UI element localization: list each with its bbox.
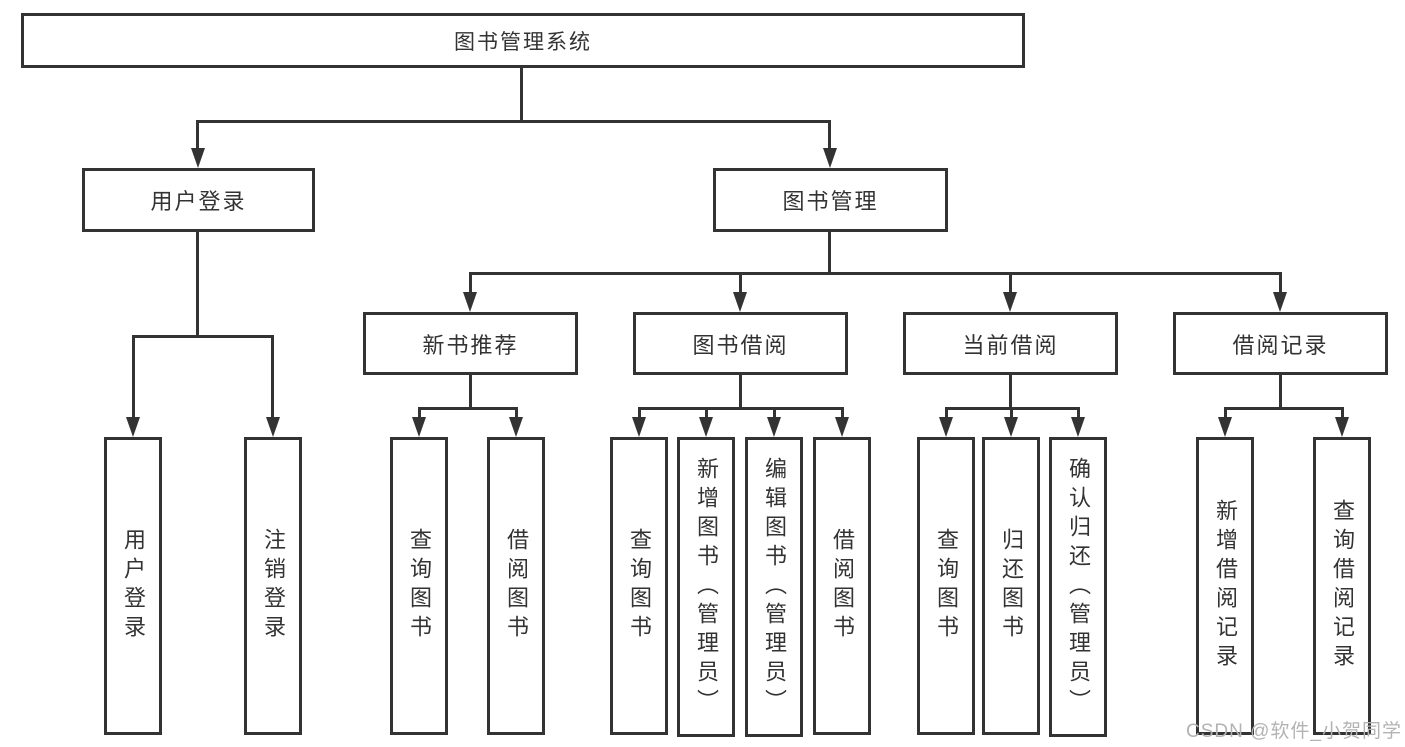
connector-stem xyxy=(1279,373,1282,410)
connector-drop xyxy=(418,407,421,421)
node-new-book-recommend: 新书推荐 xyxy=(363,312,578,375)
arrowhead-down-icon xyxy=(463,292,477,312)
leaf-query-borrow-record: 查询借阅记录 xyxy=(1313,437,1371,735)
connector-drop xyxy=(1077,407,1080,421)
node-user-login: 用户登录 xyxy=(82,168,315,232)
leaf-borrow-books-2: 借阅图书 xyxy=(813,437,871,735)
connector-book-mgmt-stem xyxy=(828,230,831,274)
arrowhead-down-icon xyxy=(412,417,426,437)
arrowhead-down-icon xyxy=(191,148,205,168)
leaf-confirm-return-admin: 确认归还（管理员） xyxy=(1049,437,1107,737)
connector-drop xyxy=(1341,407,1344,421)
arrowhead-down-icon xyxy=(1071,417,1085,437)
connector-book-mgmt-branch xyxy=(469,272,1282,275)
connector-root-branch xyxy=(197,120,831,123)
connector-branch xyxy=(418,407,518,410)
arrowhead-down-icon xyxy=(1003,292,1017,312)
arrowhead-down-icon xyxy=(126,417,140,437)
leaf-logout: 注销登录 xyxy=(244,437,302,735)
arrowhead-down-icon xyxy=(939,417,953,437)
leaf-add-books-admin: 新增图书（管理员） xyxy=(677,437,735,737)
leaf-add-borrow-record: 新增借阅记录 xyxy=(1196,437,1254,735)
node-borrow-records: 借阅记录 xyxy=(1173,312,1388,375)
arrowhead-down-icon xyxy=(632,417,646,437)
connector-drop xyxy=(1010,407,1013,421)
connector-root-stem xyxy=(520,66,523,123)
arrowhead-down-icon xyxy=(1273,292,1287,312)
connector-drop xyxy=(739,272,742,294)
connector-stem xyxy=(739,373,742,410)
connector-stem xyxy=(1009,373,1012,410)
arrowhead-down-icon xyxy=(266,417,280,437)
connector-drop xyxy=(945,407,948,421)
arrowhead-down-icon xyxy=(1004,417,1018,437)
connector-drop xyxy=(638,407,641,421)
leaf-return-books: 归还图书 xyxy=(982,437,1040,735)
connector-drop xyxy=(469,272,472,294)
leaf-query-books-3: 查询图书 xyxy=(917,437,975,735)
leaf-user-login: 用户登录 xyxy=(104,437,162,735)
arrowhead-down-icon xyxy=(835,417,849,437)
arrowhead-down-icon xyxy=(823,148,837,168)
connector-user-login-branch xyxy=(132,335,274,338)
connector-drop xyxy=(1224,407,1227,421)
connector-branch xyxy=(1224,407,1344,410)
connector-drop xyxy=(271,335,274,419)
arrowhead-down-icon xyxy=(1218,417,1232,437)
connector-drop xyxy=(773,407,776,421)
node-book-borrow: 图书借阅 xyxy=(633,312,848,375)
arrowhead-down-icon xyxy=(699,417,713,437)
arrowhead-down-icon xyxy=(1335,417,1349,437)
connector-stem xyxy=(469,373,472,410)
arrowhead-down-icon xyxy=(733,292,747,312)
leaf-query-books-1: 查询图书 xyxy=(390,437,448,735)
node-book-management: 图书管理 xyxy=(713,168,948,232)
csdn-watermark: CSDN @软件_小贺同学 xyxy=(1186,721,1402,742)
node-library-system: 图书管理系统 xyxy=(21,13,1025,68)
leaf-edit-books-admin: 编辑图书（管理员） xyxy=(745,437,803,737)
connector-drop xyxy=(196,120,199,150)
connector-drop xyxy=(1009,272,1012,294)
connector-drop xyxy=(828,120,831,150)
arrowhead-down-icon xyxy=(509,417,523,437)
connector-user-login-stem xyxy=(196,230,199,337)
connector-drop xyxy=(132,335,135,419)
connector-drop xyxy=(1279,272,1282,294)
leaf-query-books-2: 查询图书 xyxy=(610,437,668,735)
connector-drop xyxy=(841,407,844,421)
leaf-borrow-books-1: 借阅图书 xyxy=(487,437,545,735)
arrowhead-down-icon xyxy=(767,417,781,437)
connector-drop xyxy=(515,407,518,421)
connector-drop xyxy=(705,407,708,421)
node-current-borrow: 当前借阅 xyxy=(903,312,1118,375)
connector-branch xyxy=(638,407,844,410)
